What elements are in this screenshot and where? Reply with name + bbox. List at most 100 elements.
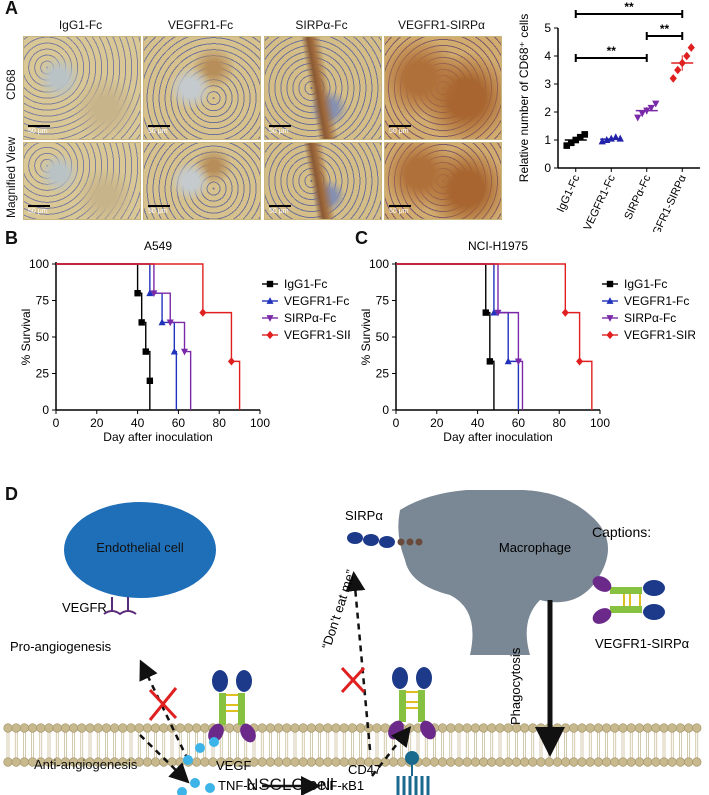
vegfr-label: VEGFR bbox=[62, 600, 107, 615]
membrane-bead bbox=[544, 757, 554, 767]
y-tick-label: 3 bbox=[544, 77, 551, 91]
series-3: VEGFR1-SIRPα bbox=[56, 263, 350, 410]
legend-marker bbox=[266, 280, 274, 288]
membrane-bead bbox=[560, 723, 571, 733]
dont-eat-me-label: “Don’t eat me” bbox=[319, 568, 359, 651]
membrane-bead bbox=[528, 757, 538, 767]
cd47-transmembrane-icon bbox=[396, 776, 430, 795]
vegfr1-sirpa-fusion-icon bbox=[203, 669, 261, 747]
y-tick-label: 2 bbox=[544, 105, 551, 119]
micrograph-cd68-vegfr1: 50 μm bbox=[143, 36, 261, 140]
membrane-bead bbox=[356, 723, 366, 733]
x-tick-label: 40 bbox=[471, 416, 485, 430]
x-axis-label: Day after inoculation bbox=[443, 430, 552, 444]
micrograph-magnified-vegfr1-sirpa: 50 μm bbox=[384, 142, 502, 220]
y-tick-label: 100 bbox=[29, 257, 49, 271]
membrane-bead bbox=[11, 723, 21, 733]
data-point bbox=[146, 289, 154, 297]
nfkb-label: NF-κB1 bbox=[320, 778, 364, 793]
scale-bar-label: 50 μm bbox=[269, 128, 289, 135]
membrane-bead bbox=[331, 757, 341, 767]
x-tick-label: 60 bbox=[512, 416, 526, 430]
membrane-bead bbox=[683, 723, 694, 733]
membrane-bead bbox=[77, 723, 87, 733]
membrane-bead bbox=[642, 757, 653, 767]
membrane-bead bbox=[101, 723, 111, 733]
scale-bar-label: 50 μm bbox=[269, 208, 289, 215]
data-point bbox=[683, 51, 691, 61]
survival-curve bbox=[396, 263, 520, 410]
col-title-vegfr1-sirpa: VEGFR1-SIRPα bbox=[398, 18, 485, 32]
legend-label: VEGFR1-SIRPα bbox=[284, 328, 350, 342]
y-tick-label: 1 bbox=[544, 133, 551, 147]
membrane-bead bbox=[659, 723, 669, 733]
x-tick-label: IgG1-Fc bbox=[555, 173, 583, 215]
data-point bbox=[227, 357, 235, 366]
membrane-bead bbox=[667, 723, 677, 733]
membrane-bead bbox=[642, 723, 653, 733]
membrane-bead bbox=[19, 723, 29, 733]
cd47-label: CD47 bbox=[348, 762, 381, 777]
sirpa-receptor-icon bbox=[347, 532, 423, 548]
col-title-igg1: IgG1-Fc bbox=[58, 18, 103, 32]
membrane-bead bbox=[446, 757, 456, 767]
x-tick-label: 0 bbox=[393, 416, 400, 430]
membrane-bead bbox=[675, 757, 686, 767]
row-label-magnified: Magnified View bbox=[4, 136, 18, 218]
scale-bar-label: 50 μm bbox=[28, 208, 48, 215]
membrane-bead bbox=[323, 723, 333, 733]
y-tick-label: 50 bbox=[376, 330, 390, 344]
membrane-bead bbox=[93, 723, 103, 733]
survival-curve bbox=[396, 263, 495, 410]
significance-label: ** bbox=[607, 44, 617, 58]
membrane-bead bbox=[511, 757, 522, 767]
x-tick-label: SIRPα-Fc bbox=[622, 173, 653, 222]
membrane-bead bbox=[282, 757, 292, 767]
membrane-bead bbox=[519, 757, 530, 767]
membrane-bead bbox=[19, 757, 29, 767]
membrane-bead bbox=[298, 757, 308, 767]
membrane-bead bbox=[577, 723, 587, 733]
panel-b-label: B bbox=[5, 228, 18, 248]
membrane-bead bbox=[429, 757, 440, 767]
legend-label: IgG1-Fc bbox=[624, 277, 667, 291]
data-point bbox=[181, 348, 189, 356]
data-point bbox=[490, 308, 498, 316]
y-tick-label: 25 bbox=[36, 367, 50, 381]
membrane-bead bbox=[11, 757, 21, 767]
y-tick-label: 5 bbox=[544, 21, 551, 35]
membrane-bead bbox=[634, 757, 645, 767]
micrograph-cd68-sirpa: 50 μm bbox=[264, 36, 382, 140]
membrane-bead bbox=[552, 723, 563, 733]
series-0: IgG1-Fc bbox=[56, 263, 327, 410]
x-tick-label: 80 bbox=[553, 416, 567, 430]
legend-label: SIRPα-Fc bbox=[624, 311, 676, 325]
survival-curve bbox=[56, 263, 241, 410]
survival-curve bbox=[56, 263, 151, 410]
membrane-bead bbox=[331, 723, 341, 733]
membrane-bead bbox=[626, 757, 636, 767]
membrane-bead bbox=[347, 723, 358, 733]
membrane-bead bbox=[503, 757, 513, 767]
membrane-bead bbox=[109, 723, 120, 733]
data-point bbox=[634, 114, 642, 122]
data-point bbox=[561, 308, 569, 317]
membrane-bead bbox=[315, 757, 325, 767]
survival-curve bbox=[396, 263, 524, 410]
membrane-bead bbox=[323, 757, 333, 767]
membrane-bead bbox=[618, 757, 628, 767]
membrane-bead bbox=[667, 757, 677, 767]
membrane-bead bbox=[593, 723, 604, 733]
series-1 bbox=[598, 133, 624, 145]
mechanism-diagram: Endothelial cell VEGFR Pro-angiogenesis … bbox=[3, 490, 702, 795]
x-tick-label: 100 bbox=[590, 416, 610, 430]
membrane-bead bbox=[68, 723, 79, 733]
membrane-bead bbox=[3, 757, 13, 767]
inhibit-x-icon bbox=[148, 687, 178, 721]
pro-angiogenesis-label: Pro-angiogenesis bbox=[10, 639, 112, 654]
survival-curve bbox=[56, 263, 192, 410]
membrane-bead bbox=[454, 723, 464, 733]
col-title-sirpa: SIRPα-Fc bbox=[295, 18, 348, 32]
membrane-bead bbox=[142, 757, 152, 767]
membrane-bead bbox=[495, 757, 505, 767]
